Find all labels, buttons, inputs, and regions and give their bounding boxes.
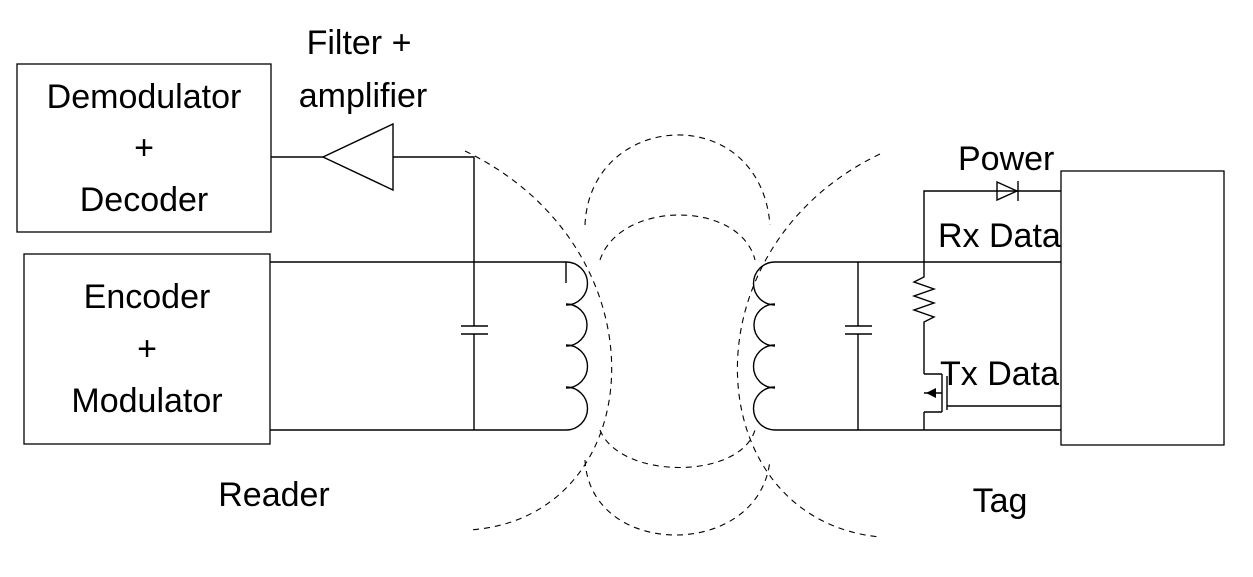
diode-icon <box>996 180 1019 202</box>
amplifier-symbol <box>321 122 394 192</box>
reader-coil <box>565 261 589 431</box>
demodulator-plus-label: + <box>134 129 154 167</box>
demodulator-decoder-block <box>16 63 272 233</box>
magnetic-field-lines <box>464 134 881 538</box>
encoder-label: Encoder <box>84 278 211 316</box>
modulator-label: Modulator <box>71 382 222 420</box>
encoder-plus-label: + <box>137 330 157 368</box>
decoder-label: Decoder <box>80 181 209 219</box>
filter-label: Filter + <box>307 24 412 62</box>
power-label: Power <box>958 140 1054 178</box>
tag-capacitor <box>845 262 872 430</box>
tag-label: Tag <box>973 482 1028 520</box>
amp-input-wire <box>393 156 475 262</box>
tag-coil <box>752 261 776 431</box>
demodulator-label: Demodulator <box>47 78 242 116</box>
tag-chip-block <box>1060 170 1225 446</box>
encoder-modulator-block <box>23 253 271 445</box>
resistor-icon <box>911 262 937 374</box>
rx-data-label: Rx Data <box>938 217 1061 255</box>
tx-data-label: Tx Data <box>940 355 1059 393</box>
reader-capacitor <box>461 262 488 430</box>
transistor-icon <box>923 373 1061 430</box>
amplifier-label: amplifier <box>299 77 427 115</box>
reader-label: Reader <box>218 476 330 514</box>
